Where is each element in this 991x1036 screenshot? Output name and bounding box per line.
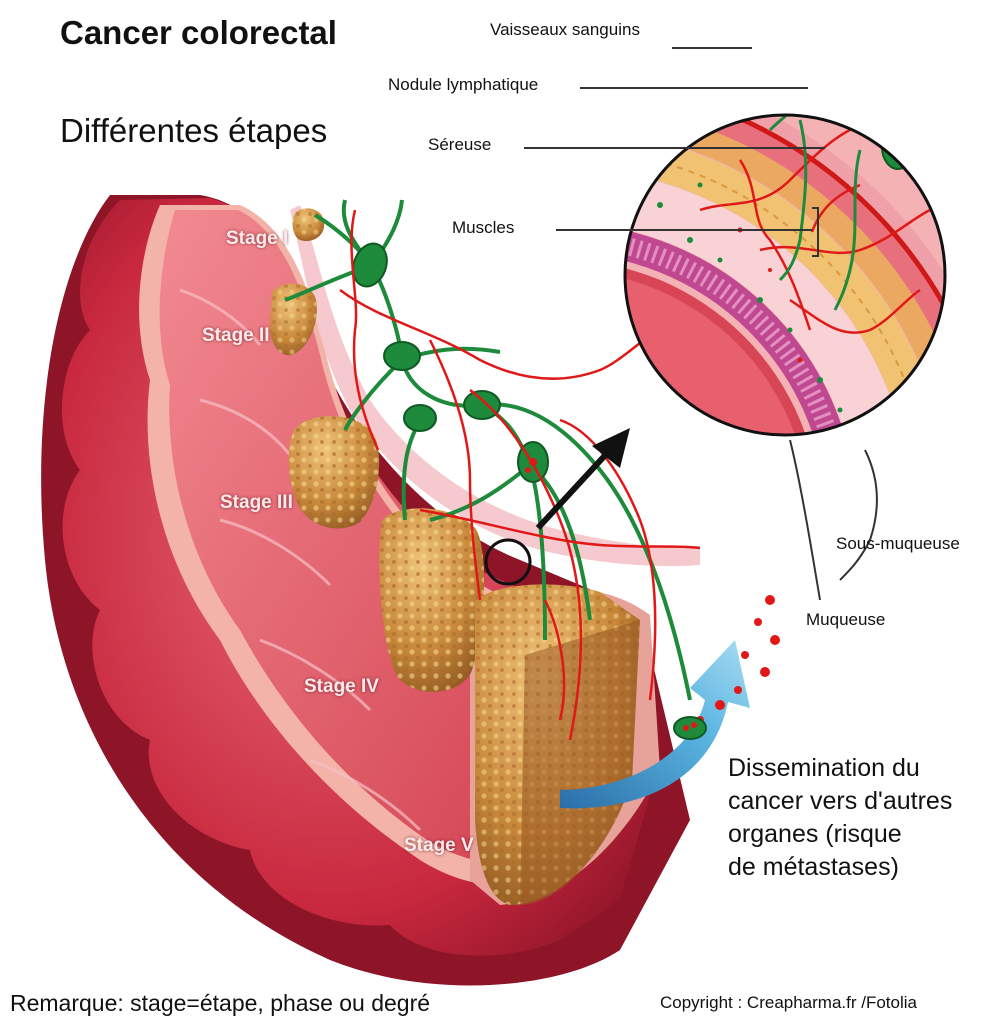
stage-label-1: Stage I (226, 228, 288, 250)
page-subtitle: Différentes étapes (60, 112, 327, 150)
stage-label-3: Stage III (220, 492, 293, 514)
label-submucosa: Sous-muqueuse (836, 534, 960, 554)
tumor-stage-1 (293, 208, 325, 241)
label-mucosa: Muqueuse (806, 610, 885, 630)
copyright-notice: Copyright : Creapharma.fr /Fotolia (660, 993, 917, 1013)
dissemination-line-4: de métastases) (728, 851, 952, 884)
label-vessels: Vaisseaux sanguins (490, 20, 640, 40)
dissemination-line-3: organes (risque (728, 818, 952, 851)
remark-note: Remarque: stage=étape, phase ou degré (10, 990, 430, 1017)
label-muscles: Muscles (452, 218, 514, 238)
stage-label-5: Stage V (404, 835, 474, 857)
zoom-arrow (538, 428, 630, 528)
dissemination-line-1: Dissemination du (728, 752, 952, 785)
label-lymph-node: Nodule lymphatique (388, 75, 538, 95)
tumor-stage-4 (379, 508, 484, 692)
stage-label-2: Stage II (202, 325, 270, 347)
stage-label-4: Stage IV (304, 676, 379, 698)
label-serosa: Séreuse (428, 135, 491, 155)
page-title: Cancer colorectal (60, 14, 337, 52)
colon-body (41, 195, 700, 985)
dissemination-line-2: cancer vers d'autres (728, 785, 952, 818)
dissemination-caption: Dissemination du cancer vers d'autres or… (728, 752, 952, 884)
